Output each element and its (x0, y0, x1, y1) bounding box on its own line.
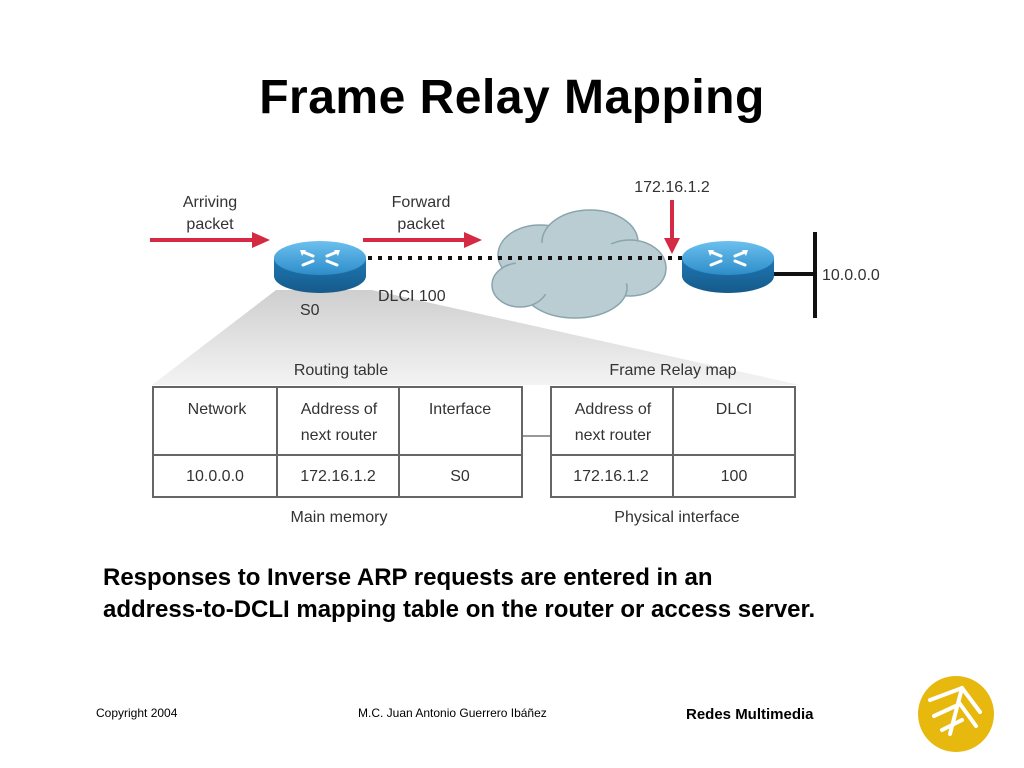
dlci-label: DLCI 100 (378, 288, 446, 305)
map-cell-address: 172.16.1.2 (573, 468, 649, 485)
remote-ip-label: 172.16.1.2 (634, 179, 710, 196)
footer-brand: Redes Multimedia (686, 706, 814, 723)
map-cell-dlci: 100 (721, 468, 748, 485)
map-header-address-1: Address of (575, 401, 652, 418)
forward-label-2: packet (397, 216, 445, 233)
routing-table-caption: Routing table (294, 362, 388, 379)
map-header-address-2: next router (575, 427, 652, 444)
routing-cell-address: 172.16.1.2 (300, 468, 376, 485)
remote-router-icon (682, 241, 774, 293)
network-label: 10.0.0.0 (822, 267, 880, 284)
footer-author: M.C. Juan Antonio Guerrero Ibáñez (358, 706, 547, 720)
university-logo-icon (918, 676, 994, 752)
arriving-label-1: Arriving (183, 194, 237, 211)
frame-relay-map-footer: Physical interface (614, 509, 739, 526)
routing-table-footer: Main memory (291, 509, 388, 526)
forward-label-1: Forward (392, 194, 451, 211)
remote-ip-arrow (664, 200, 680, 254)
forward-arrow (363, 232, 482, 248)
slide-description: Responses to Inverse ARP requests are en… (103, 562, 983, 626)
arriving-label-2: packet (186, 216, 234, 233)
slide-title: Frame Relay Mapping (259, 71, 765, 124)
frame-relay-map-caption: Frame Relay map (609, 362, 736, 379)
routing-cell-interface: S0 (450, 468, 470, 485)
routing-header-interface: Interface (429, 401, 491, 418)
routing-header-address-2: next router (301, 427, 378, 444)
description-line-2: address-to-DCLI mapping table on the rou… (103, 596, 816, 623)
routing-header-network: Network (188, 401, 248, 418)
routing-table (152, 386, 523, 498)
arriving-arrow (150, 232, 270, 248)
interface-label: S0 (300, 302, 320, 319)
routing-header-address-1: Address of (301, 401, 378, 418)
routing-cell-network: 10.0.0.0 (186, 468, 244, 485)
frame-relay-map-table (550, 386, 796, 498)
description-line-1: Responses to Inverse ARP requests are en… (103, 564, 713, 591)
local-router-icon (274, 241, 366, 293)
projection-fan (152, 290, 800, 385)
footer-copyright: Copyright 2004 (96, 706, 178, 720)
map-header-dlci: DLCI (716, 401, 752, 418)
